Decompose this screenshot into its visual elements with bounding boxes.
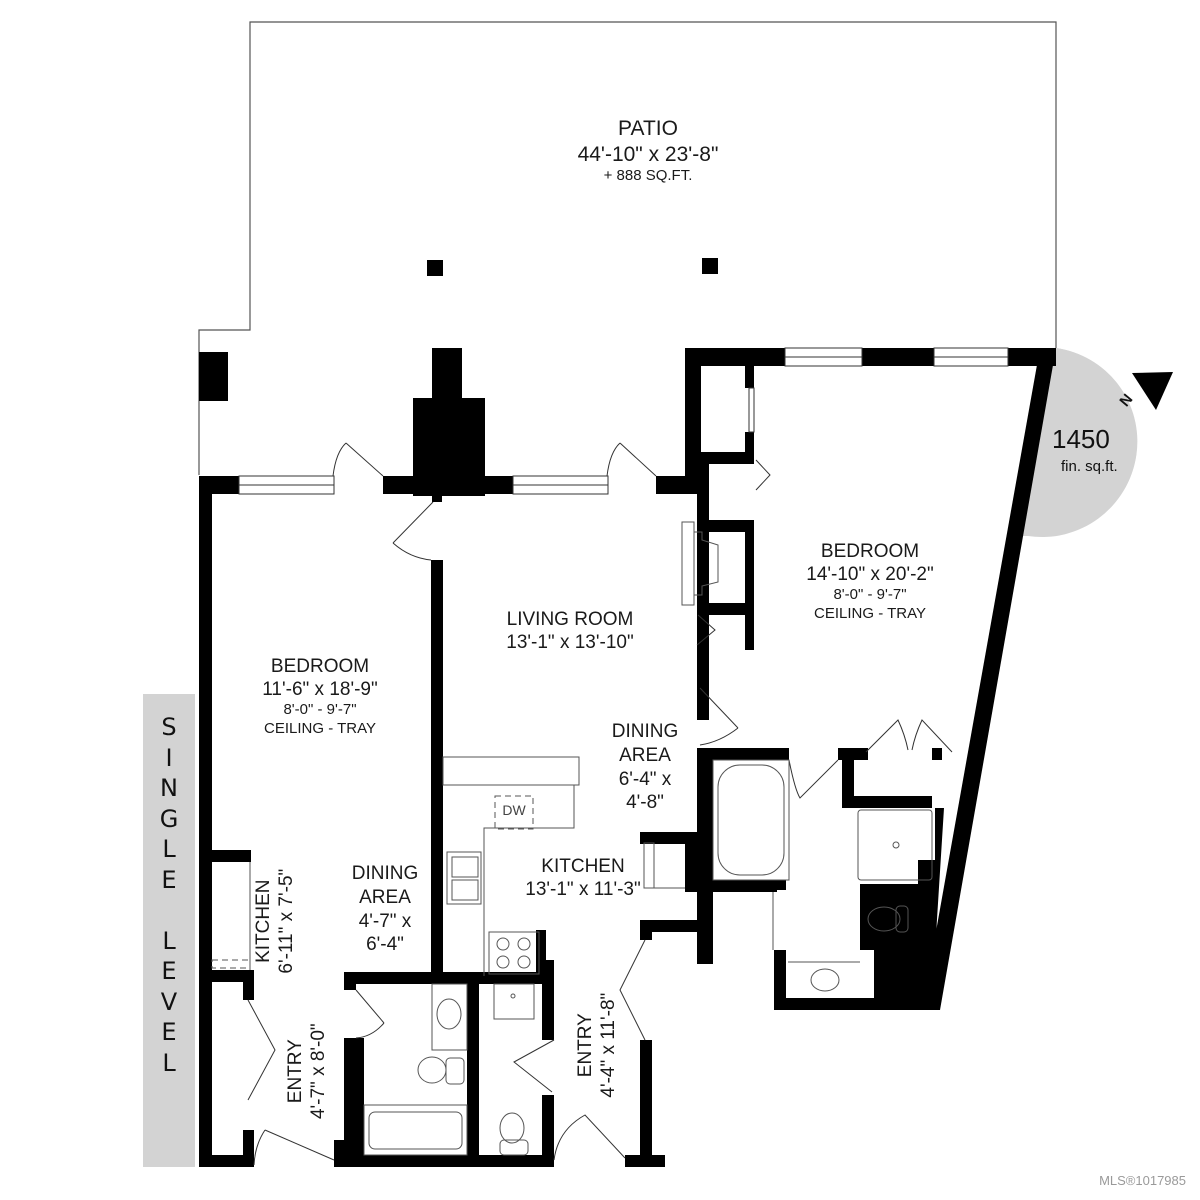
room-label-bedroom-main: BEDROOM 14'-10" x 20'-2" 8'-0" - 9'-7" C… [770, 540, 970, 623]
room-label-entry-left: ENTRY 4'-7" x 8'-0" [284, 1001, 330, 1141]
room-name: BEDROOM [820, 541, 920, 562]
room-name: AREA [359, 886, 411, 908]
total-area-unit: fin. sq.ft. [1061, 458, 1118, 475]
level-letter: E [161, 957, 177, 985]
room-height: 8'-0" - 9'-7" [283, 701, 357, 719]
room-dims: 11'-6" x 18'-9" [262, 679, 378, 701]
room-dims: 4'-7" x 8'-0" [308, 1023, 329, 1120]
room-name: ENTRY [574, 1013, 596, 1078]
level-letter: L [162, 926, 176, 955]
patio-outline [198, 21, 1057, 475]
room-name: AREA [619, 744, 671, 766]
patio-column [199, 352, 228, 401]
room-name: DINING [351, 863, 419, 884]
room-label-kitchen-left: KITCHEN 6'-11" x 7'-5" [252, 846, 298, 996]
room-ceiling: CEILING - TRAY [264, 719, 376, 737]
patio-post [427, 260, 443, 276]
room-label-patio: PATIO 44'-10" x 23'-8" + 888 SQ.FT. [548, 116, 748, 186]
level-letter: S [161, 713, 177, 741]
room-dims: 4'-4" x 11'-8" [598, 992, 619, 1098]
level-band [143, 694, 195, 1167]
level-letter: L [162, 1048, 176, 1077]
room-dims: 13'-1" x 11'-3" [525, 879, 641, 901]
room-label-living-room: LIVING ROOM 13'-1" x 13'-10" [470, 608, 670, 654]
room-name: KITCHEN [541, 856, 625, 877]
room-dims: 6'-4" [366, 934, 404, 956]
dishwasher-label: DW [502, 802, 526, 818]
room-name: ENTRY [284, 1039, 306, 1104]
area-badge-fill [1010, 348, 1138, 538]
level-spacer [143, 895, 195, 926]
level-letter: L [162, 835, 176, 863]
level-letter: V [160, 987, 178, 1016]
level-letter: E [161, 1018, 177, 1046]
room-dims: 13'-1" x 13'-10" [506, 632, 634, 654]
patio-post [702, 258, 718, 274]
total-area-value: 1450 [1052, 424, 1110, 454]
north-arrow-icon [1132, 372, 1173, 410]
room-label-dining-left: DINING AREA 4'-7" x 6'-4" [335, 862, 435, 957]
room-height: 8'-0" - 9'-7" [833, 586, 907, 604]
room-label-bedroom-left: BEDROOM 11'-6" x 18'-9" 8'-0" - 9'-7" CE… [220, 655, 420, 738]
room-label-kitchen-main: KITCHEN 13'-1" x 11'-3" [483, 855, 683, 901]
room-ceiling: CEILING - TRAY [814, 604, 926, 622]
mls-watermark: MLS®1017985 [1099, 1173, 1186, 1188]
room-name: PATIO [618, 117, 678, 140]
room-name: BEDROOM [270, 656, 370, 677]
room-label-dining-right: DINING AREA 6'-4" x 4'-8" [590, 720, 700, 815]
level-label: S I N G L E L E V E L [143, 712, 195, 1078]
room-dims: 14'-10" x 20'-2" [806, 564, 934, 586]
level-letter: I [165, 743, 173, 772]
room-dims: 6'-4" x [618, 768, 672, 790]
level-letter: G [159, 804, 179, 833]
room-dims: 6'-11" x 7'-5" [276, 868, 297, 974]
level-letter: N [160, 774, 178, 802]
room-name: LIVING ROOM [506, 609, 634, 630]
room-dims: 4'-8" [626, 792, 664, 814]
room-name: KITCHEN [252, 879, 274, 963]
room-dims: 44'-10" x 23'-8" [577, 142, 719, 166]
level-letter: E [161, 865, 177, 894]
room-extra: + 888 SQ.FT. [603, 167, 693, 185]
room-label-entry-right: ENTRY 4'-4" x 11'-8" [574, 970, 620, 1120]
room-dims: 4'-7" x [358, 910, 412, 932]
room-name: DINING [611, 721, 679, 742]
